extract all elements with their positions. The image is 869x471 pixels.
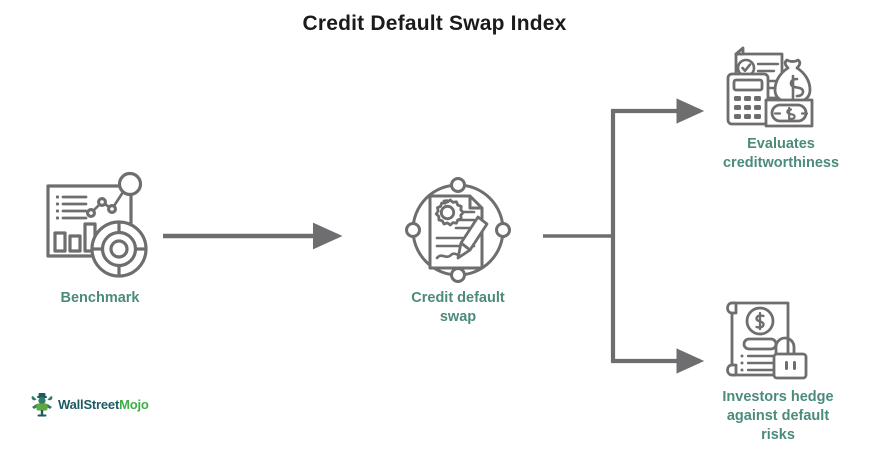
calculator-money-icon xyxy=(726,46,816,128)
node-label-evaluates-creditworthiness: Evaluates creditworthiness xyxy=(722,136,840,171)
logo-text-mojo: Mojo xyxy=(119,396,149,412)
contract-signing-icon xyxy=(404,176,512,284)
edge-cds-branch-trunk xyxy=(543,110,616,362)
node-label-investors-hedge: Investors hedge against default risks xyxy=(722,389,834,443)
page-title: Credit Default Swap Index xyxy=(302,12,567,35)
logo-text-wallstreet: WallStreet xyxy=(58,396,120,412)
analytics-dashboard-icon xyxy=(44,171,156,284)
node-label-credit-default-swap: Credit default swap xyxy=(411,290,505,325)
wallstreetmojo-logo: WallStreetMojo xyxy=(30,391,149,417)
document-lock-icon xyxy=(718,297,814,381)
node-label-benchmark: Benchmark xyxy=(60,290,140,306)
wallstreetmojo-bull-icon xyxy=(31,393,53,417)
